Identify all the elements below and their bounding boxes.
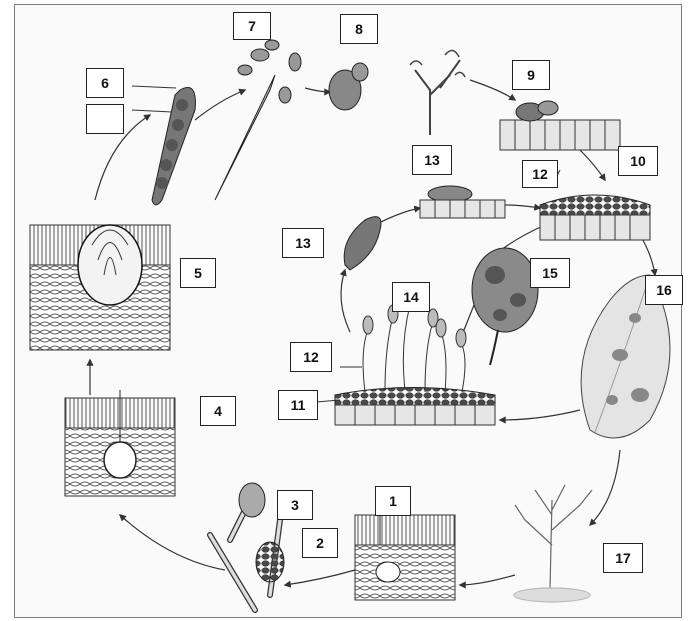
stage-6-ascus	[132, 86, 195, 205]
stage-13-conidium	[344, 217, 381, 270]
label-11: 11	[278, 390, 318, 420]
label-5: 5	[180, 258, 216, 288]
label-6: 6	[86, 68, 124, 98]
stage-17-tree	[514, 485, 592, 602]
label-8: 8	[340, 14, 378, 44]
label-15: 15	[530, 258, 570, 288]
stage-10-sporulation	[540, 195, 650, 240]
label-14: 14	[392, 282, 430, 312]
stage-9-infection	[500, 101, 620, 150]
stage-8-spore	[329, 63, 368, 110]
label-13-left: 13	[282, 228, 324, 258]
label-9: 9	[512, 60, 550, 90]
label-7: 7	[233, 12, 271, 40]
label-4: 4	[200, 396, 236, 426]
stage-13-shoot	[410, 50, 465, 135]
label-16: 16	[645, 275, 683, 305]
stage-1-leaf-section	[355, 505, 455, 600]
stage-15-infected-fruit	[472, 248, 538, 365]
label-13-top: 13	[412, 145, 452, 175]
stage-13-lesion	[420, 186, 505, 218]
stage-7-spore-release	[215, 40, 301, 200]
stage-5-ascocarp	[30, 225, 170, 350]
stage-4-perithecium	[65, 390, 175, 496]
label-12-top: 12	[522, 160, 558, 188]
label-1: 1	[375, 486, 411, 516]
stage-2-3-hyphae	[210, 483, 284, 610]
label-3: 3	[277, 490, 313, 520]
label-2: 2	[302, 528, 338, 558]
label-17: 17	[603, 543, 643, 573]
label-10: 10	[618, 146, 658, 176]
label-12-left: 12	[290, 342, 332, 372]
blank-answer-box	[86, 104, 124, 134]
